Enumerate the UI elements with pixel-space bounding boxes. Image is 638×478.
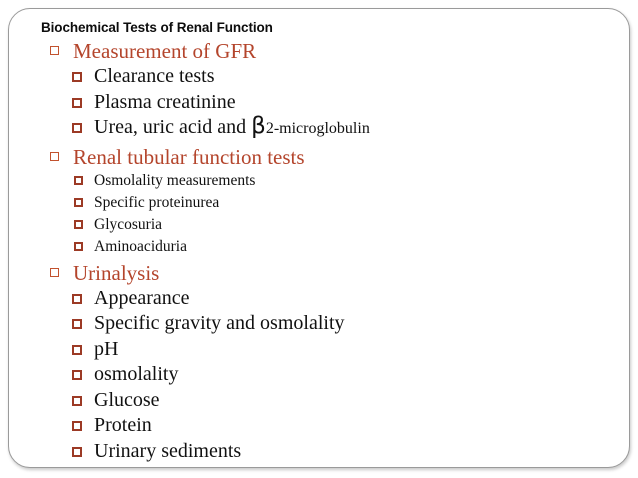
filled-square-bullet-icon — [74, 241, 83, 251]
filled-square-bullet-icon — [72, 395, 82, 406]
filled-square-bullet-icon — [74, 175, 83, 185]
beta-symbol: β — [251, 113, 266, 139]
outline-item-label: Urinalysis — [73, 260, 160, 285]
slide-frame — [8, 8, 630, 468]
outline-item-level2[interactable]: Appearance — [72, 286, 616, 312]
hollow-square-bullet-icon — [50, 46, 59, 55]
outline-item-level2[interactable]: Urea, uric acid and β2-microglobulin — [72, 115, 616, 142]
outline-item-label: osmolality — [94, 363, 179, 385]
outline-item-label: Appearance — [94, 286, 190, 309]
outline-item-level2[interactable]: Plasma creatinine — [72, 90, 616, 116]
outline-item-label: Urinary sediments — [94, 439, 242, 462]
outline-item-label: Glucose — [94, 388, 160, 411]
outline-item-label: Protein — [94, 414, 152, 436]
hollow-square-bullet-icon — [50, 267, 59, 277]
outline-item-label: Glycosuria — [94, 215, 163, 233]
outline-item-level2[interactable]: Urinary sediments — [72, 439, 616, 465]
outline-item-label: Urea, uric acid and — [94, 116, 252, 138]
outline-item-level2[interactable]: Glucose — [72, 388, 616, 414]
outline-item-label: Aminoaciduria — [94, 237, 187, 255]
outline-item-level2[interactable]: osmolality — [72, 362, 616, 388]
outline-item-level2[interactable]: Specific proteinurea — [74, 192, 616, 214]
outline-item-label: Clearance tests — [94, 65, 215, 87]
filled-square-bullet-icon — [72, 293, 82, 304]
outline-item-level2[interactable]: Specific gravity and osmolality — [72, 311, 616, 337]
outline-item-label-suffix: 2-microglobulin — [265, 120, 370, 137]
outline-list: Measurement of GFR Clearance tests Plasm… — [36, 38, 616, 464]
outline-item-label: Plasma creatinine — [94, 90, 236, 113]
outline-item-level2[interactable]: Osmolality measurements — [74, 170, 616, 192]
filled-square-bullet-icon — [72, 72, 82, 82]
filled-square-bullet-icon — [72, 97, 82, 108]
filled-square-bullet-icon — [72, 319, 82, 329]
hollow-square-bullet-icon — [50, 151, 59, 161]
outline-item-label: Specific proteinurea — [94, 193, 220, 211]
filled-square-bullet-icon — [74, 197, 83, 207]
outline-item-label: pH — [94, 337, 119, 360]
outline-item-level2[interactable]: Clearance tests — [72, 64, 616, 90]
filled-square-bullet-icon — [72, 344, 82, 355]
outline-item-level2[interactable]: Glycosuria — [74, 214, 616, 236]
slide-content: Biochemical Tests of Renal Function Meas… — [8, 8, 630, 470]
page-title: Biochemical Tests of Renal Function — [41, 20, 273, 35]
outline-item-label: Specific gravity and osmolality — [94, 312, 345, 334]
outline-item-level2[interactable]: pH — [72, 337, 616, 363]
filled-square-bullet-icon — [72, 123, 82, 133]
outline-item-label: Measurement of GFR — [73, 39, 257, 63]
filled-square-bullet-icon — [72, 370, 82, 380]
outline-item-label: Osmolality measurements — [94, 171, 256, 189]
filled-square-bullet-icon — [74, 219, 83, 229]
outline-item-level2[interactable]: Aminoaciduria — [74, 236, 616, 258]
outline-item-level2[interactable]: Protein — [72, 413, 616, 439]
filled-square-bullet-icon — [72, 446, 82, 457]
filled-square-bullet-icon — [72, 421, 82, 431]
outline-item-level1[interactable]: Renal tubular function tests — [45, 144, 616, 170]
outline-item-level1[interactable]: Urinalysis — [45, 260, 616, 286]
outline-item-label: Renal tubular function tests — [73, 144, 305, 169]
outline-item-level1[interactable]: Measurement of GFR — [45, 38, 616, 64]
